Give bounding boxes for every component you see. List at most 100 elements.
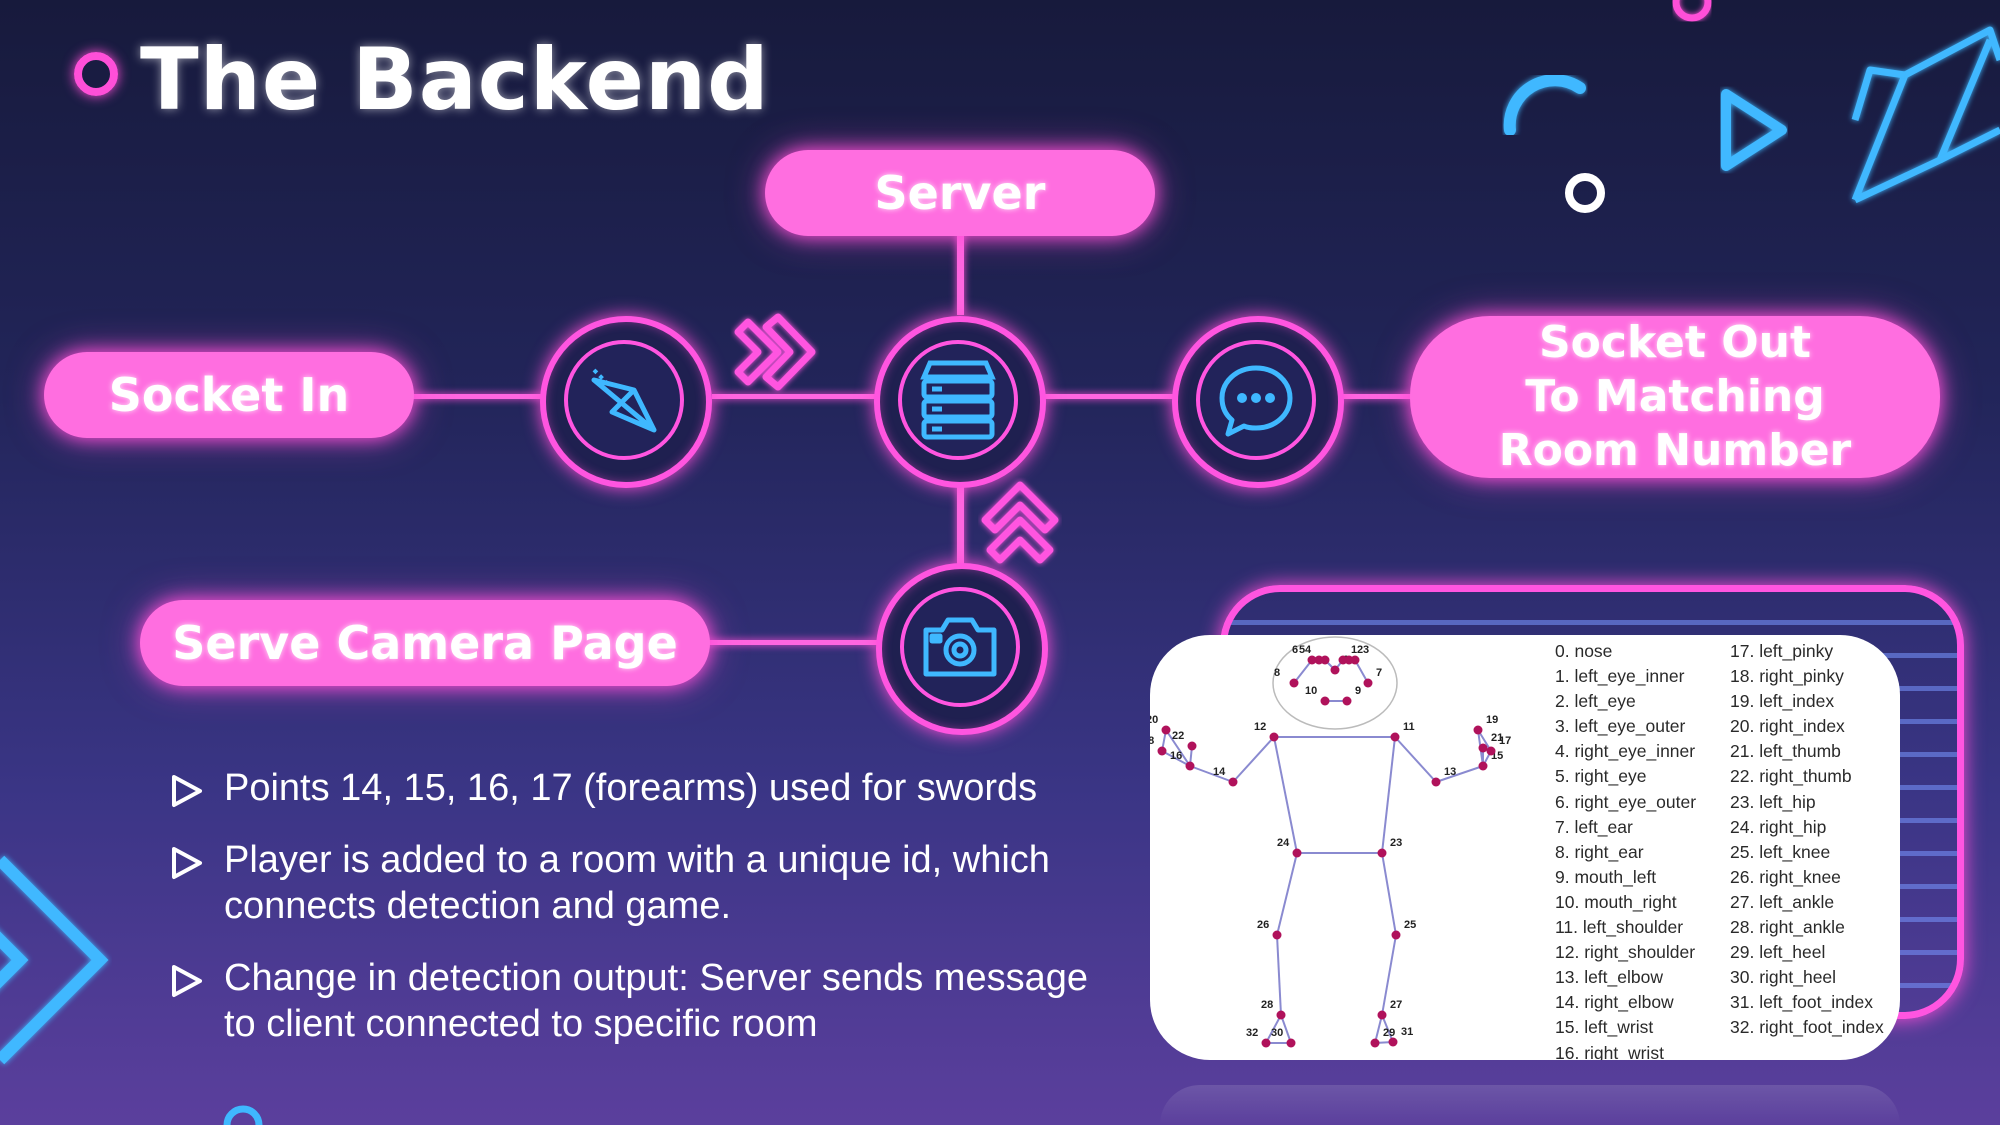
- skeleton-edge: [1161, 750, 1191, 767]
- skeleton-edge: [1374, 1014, 1383, 1044]
- landmark-item: 18. right_pinky: [1730, 666, 1844, 687]
- skeleton-point: [1320, 696, 1330, 706]
- landmark-item: 13. left_elbow: [1555, 967, 1663, 988]
- skeleton-point-label: 1: [1351, 644, 1357, 656]
- skeleton-edge: [1276, 852, 1298, 936]
- skeleton-point: [1390, 732, 1400, 742]
- skeleton-edge: [1276, 934, 1282, 1016]
- socket-out-label: Socket Out To Matching Room Number: [1498, 317, 1852, 476]
- skeleton-point-label: 9: [1355, 685, 1361, 697]
- pose-skeleton-diagram: 0123456789101112131415161718192021222324…: [1150, 636, 1511, 1048]
- skeleton-point-label: 5: [1299, 644, 1305, 656]
- skeleton-point: [1478, 761, 1488, 771]
- chat-bubble-icon: [1219, 365, 1293, 437]
- skeleton-point-label: 10: [1305, 685, 1317, 697]
- skeleton-point: [1350, 655, 1360, 665]
- landmark-item: 27. left_ankle: [1730, 891, 1835, 912]
- skeleton-point-label: 17: [1499, 735, 1511, 747]
- skeleton-point-label: 3: [1363, 644, 1369, 656]
- pose-landmark-card: 0123456789101112131415161718192021222324…: [1150, 635, 1900, 1060]
- skeleton-point-label: 4: [1305, 644, 1312, 656]
- bullet-item: Change in detection output: Server sends…: [170, 955, 1090, 1047]
- landmark-item: 2. left_eye: [1555, 691, 1636, 712]
- landmark-item: 4. right_eye_inner: [1555, 741, 1696, 762]
- skeleton-point-label: 20: [1150, 714, 1158, 726]
- skeleton-point: [1228, 777, 1238, 787]
- landmark-item: 7. left_ear: [1555, 816, 1633, 837]
- skeleton-point-label: 24: [1277, 837, 1290, 849]
- chevron-left-decoration: [0, 855, 109, 1065]
- landmark-item: 12. right_shoulder: [1555, 942, 1696, 963]
- skeleton-point: [1377, 1010, 1387, 1020]
- serve-camera-pill: Serve Camera Page: [140, 600, 710, 686]
- connector-out-pill: [1342, 394, 1412, 399]
- connector-in-to-server: [712, 394, 876, 399]
- blue-ring-icon: [223, 1105, 263, 1125]
- landmark-item: 3. left_eye_outer: [1555, 716, 1686, 737]
- landmark-item: 20. right_index: [1730, 716, 1845, 737]
- landmark-item: 6. right_eye_outer: [1555, 791, 1697, 812]
- landmark-item: 1. left_eye_inner: [1555, 666, 1685, 687]
- skeleton-point: [1307, 655, 1317, 665]
- landmark-item: 8. right_ear: [1555, 841, 1644, 862]
- landmark-item: 29. left_heel: [1730, 942, 1826, 963]
- skeleton-edge: [1435, 765, 1484, 783]
- skeleton-point-label: 8: [1274, 667, 1280, 679]
- skeleton-point-label: 14: [1213, 766, 1226, 778]
- skeleton-point-label: 11: [1403, 721, 1415, 733]
- double-chevron-up-icon: [981, 481, 1059, 564]
- landmark-item: 17. left_pinky: [1730, 641, 1834, 661]
- skeleton-point-label: 27: [1390, 999, 1402, 1011]
- skeleton-point: [1261, 1038, 1271, 1048]
- skeleton-edge: [1394, 736, 1437, 783]
- skeleton-point-label: 25: [1404, 919, 1416, 931]
- socket-in-pill: Socket In: [44, 352, 414, 438]
- skeleton-edge: [1293, 659, 1313, 684]
- skeleton-point-label: 22: [1172, 730, 1184, 742]
- skeleton-point: [1342, 696, 1352, 706]
- serve-camera-label: Serve Camera Page: [172, 616, 678, 670]
- skeleton-edge: [1381, 852, 1397, 936]
- arc-icon: [1503, 74, 1586, 136]
- skeleton-point: [1314, 655, 1324, 665]
- connector-server-vertical-top: [957, 230, 964, 315]
- skeleton-point: [1391, 930, 1401, 940]
- skeleton-point-label: 28: [1261, 999, 1273, 1011]
- skeleton-point-label: 32: [1246, 1027, 1258, 1039]
- skeleton-point-label: 6: [1292, 644, 1298, 656]
- skeleton-point-label: 26: [1257, 919, 1269, 931]
- double-chevron-right-icon: [734, 313, 816, 391]
- server-label: Server: [874, 166, 1046, 220]
- landmark-item: 15. left_wrist: [1555, 1017, 1654, 1038]
- skeleton-edge: [1381, 1014, 1394, 1043]
- skeleton-point: [1363, 678, 1373, 688]
- landmark-item: 23. left_hip: [1730, 791, 1816, 812]
- server-pill: Server: [765, 150, 1155, 236]
- skeleton-edge: [1265, 1014, 1282, 1044]
- landmark-item: 24. right_hip: [1730, 816, 1827, 837]
- skeleton-point: [1187, 741, 1197, 751]
- bullet-text: Change in detection output: Server sends…: [224, 957, 1088, 1045]
- page-title: The Backend: [140, 30, 770, 130]
- skeleton-point: [1486, 746, 1496, 756]
- skeleton-point: [1292, 848, 1302, 858]
- landmark-item: 11. left_shoulder: [1555, 917, 1684, 938]
- skeleton-point-label: 12: [1254, 721, 1266, 733]
- camera-icon: [923, 617, 997, 677]
- triangle-bullet-icon: [172, 847, 202, 879]
- skeleton-point-label: 21: [1491, 732, 1503, 744]
- landmark-item: 10. mouth_right: [1555, 891, 1677, 912]
- head-outline: [1272, 636, 1398, 730]
- skeleton-edge: [1381, 934, 1397, 1016]
- skeleton-point: [1286, 1038, 1296, 1048]
- skeleton-point: [1161, 725, 1171, 735]
- landmark-item: 31. left_foot_index: [1730, 992, 1874, 1013]
- triangle-bullet-icon: [172, 965, 202, 997]
- bullet-item: Points 14, 15, 16, 17 (forearms) used fo…: [170, 765, 1090, 811]
- skeleton-point: [1276, 1010, 1286, 1020]
- skeleton-point: [1289, 678, 1299, 688]
- landmark-item: 30. right_heel: [1730, 967, 1837, 988]
